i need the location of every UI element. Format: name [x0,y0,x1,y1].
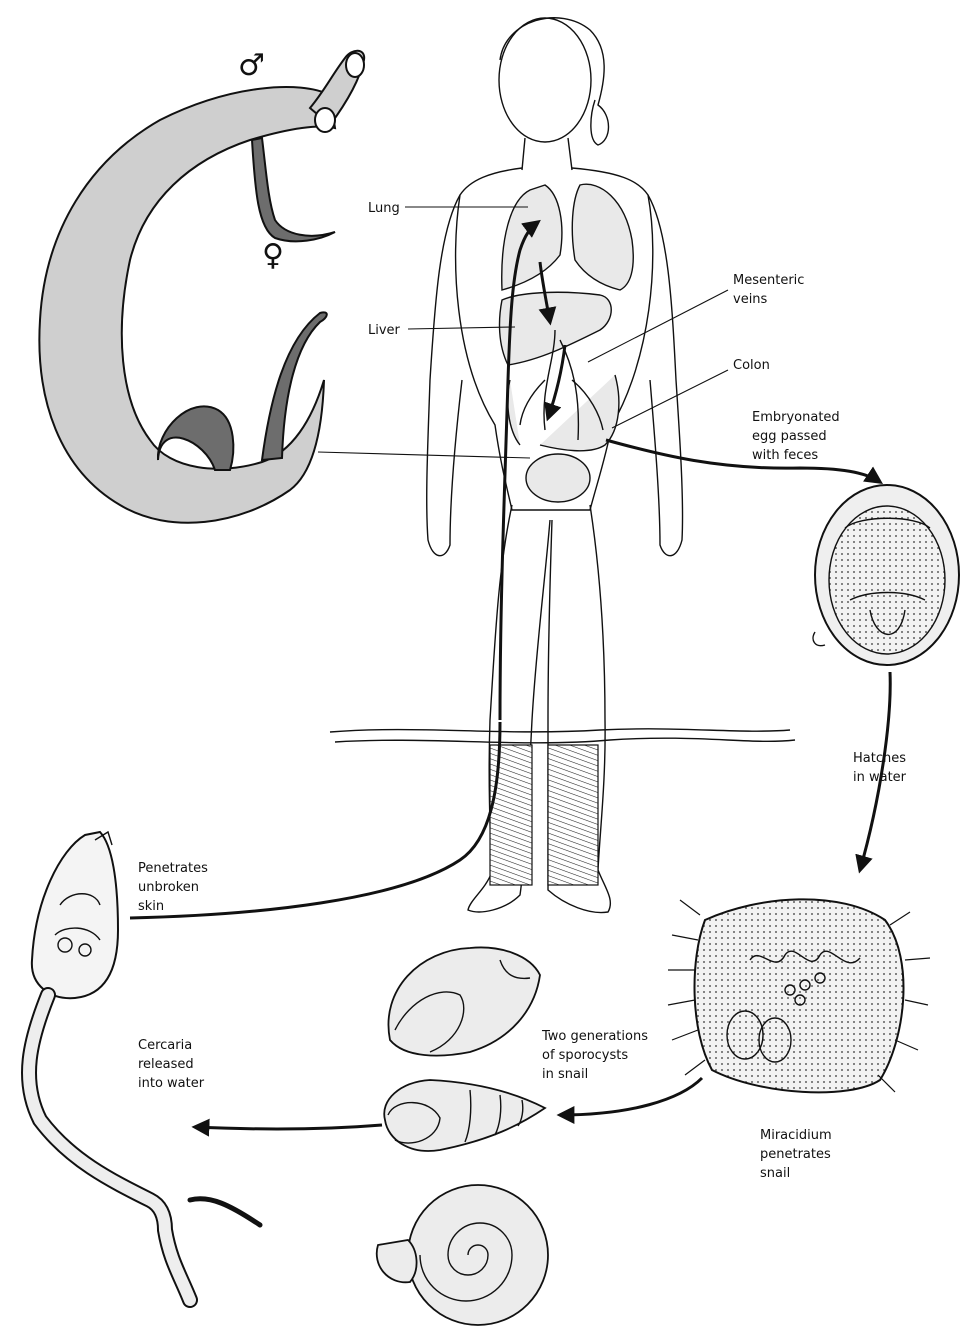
left-arm [427,195,462,556]
male-worm [39,87,335,523]
label-penetrates-2: unbroken [138,880,199,895]
label-liver: Liver [368,323,401,338]
leader-colon [612,370,728,428]
colon-organ [508,375,619,451]
label-cercaria-1: Cercaria [138,1038,192,1053]
liver-organ [500,292,612,365]
adult-worm-pair [39,51,364,523]
embryonated-egg [813,485,959,665]
water-surface [330,729,795,743]
label-sporocysts-2: of sporocysts [542,1048,628,1063]
snail-shell-icon [388,947,540,1055]
label-mesenteric-1: Mesenteric [733,273,804,288]
label-embryonated-1: Embryonated [752,410,840,425]
lung-left [502,185,562,290]
female-symbol-icon: ♀ [262,238,284,273]
right-leg-in-water [548,745,598,885]
label-embryonated-3: with feces [752,448,818,463]
label-penetrates-3: skin [138,899,164,914]
label-sporocysts-3: in snail [542,1067,588,1082]
arrow-to-cercaria [195,1125,382,1129]
label-cercaria-2: released [138,1057,194,1072]
head [499,18,591,142]
miracidium [668,899,930,1092]
label-sporocysts-1: Two generations [541,1029,648,1044]
label-embryonated-2: egg passed [752,429,827,444]
neck [522,138,572,170]
label-cercaria-3: into water [138,1076,205,1091]
label-mesenteric-2: veins [733,292,768,307]
oral-sucker [346,53,364,77]
label-miracidium-1: Miracidium [760,1128,832,1143]
arrow-to-egg [606,440,880,482]
snail-shell-icon-3 [377,1185,548,1325]
snail-shell-icon-2 [384,1080,545,1151]
human-figure [427,18,683,913]
label-hatches-1: Hatches [853,751,906,766]
worm-to-pelvis-line [318,452,530,458]
label-lung: Lung [368,201,400,216]
pelvis [526,454,590,502]
ventral-sucker [315,108,335,132]
male-symbol-icon: ♂ [238,48,265,83]
left-leg-in-water [490,745,532,885]
label-miracidium-3: snail [760,1166,790,1181]
blood-flow-arrow-veins [548,345,565,418]
label-colon: Colon [733,358,770,373]
lung-right [572,184,633,290]
label-hatches-2: in water [853,770,907,785]
label-penetrates-1: Penetrates [138,861,208,876]
arrow-to-snail [560,1078,702,1115]
label-miracidium-2: penetrates [760,1147,831,1162]
hair [500,18,609,145]
female-worm [252,138,335,241]
